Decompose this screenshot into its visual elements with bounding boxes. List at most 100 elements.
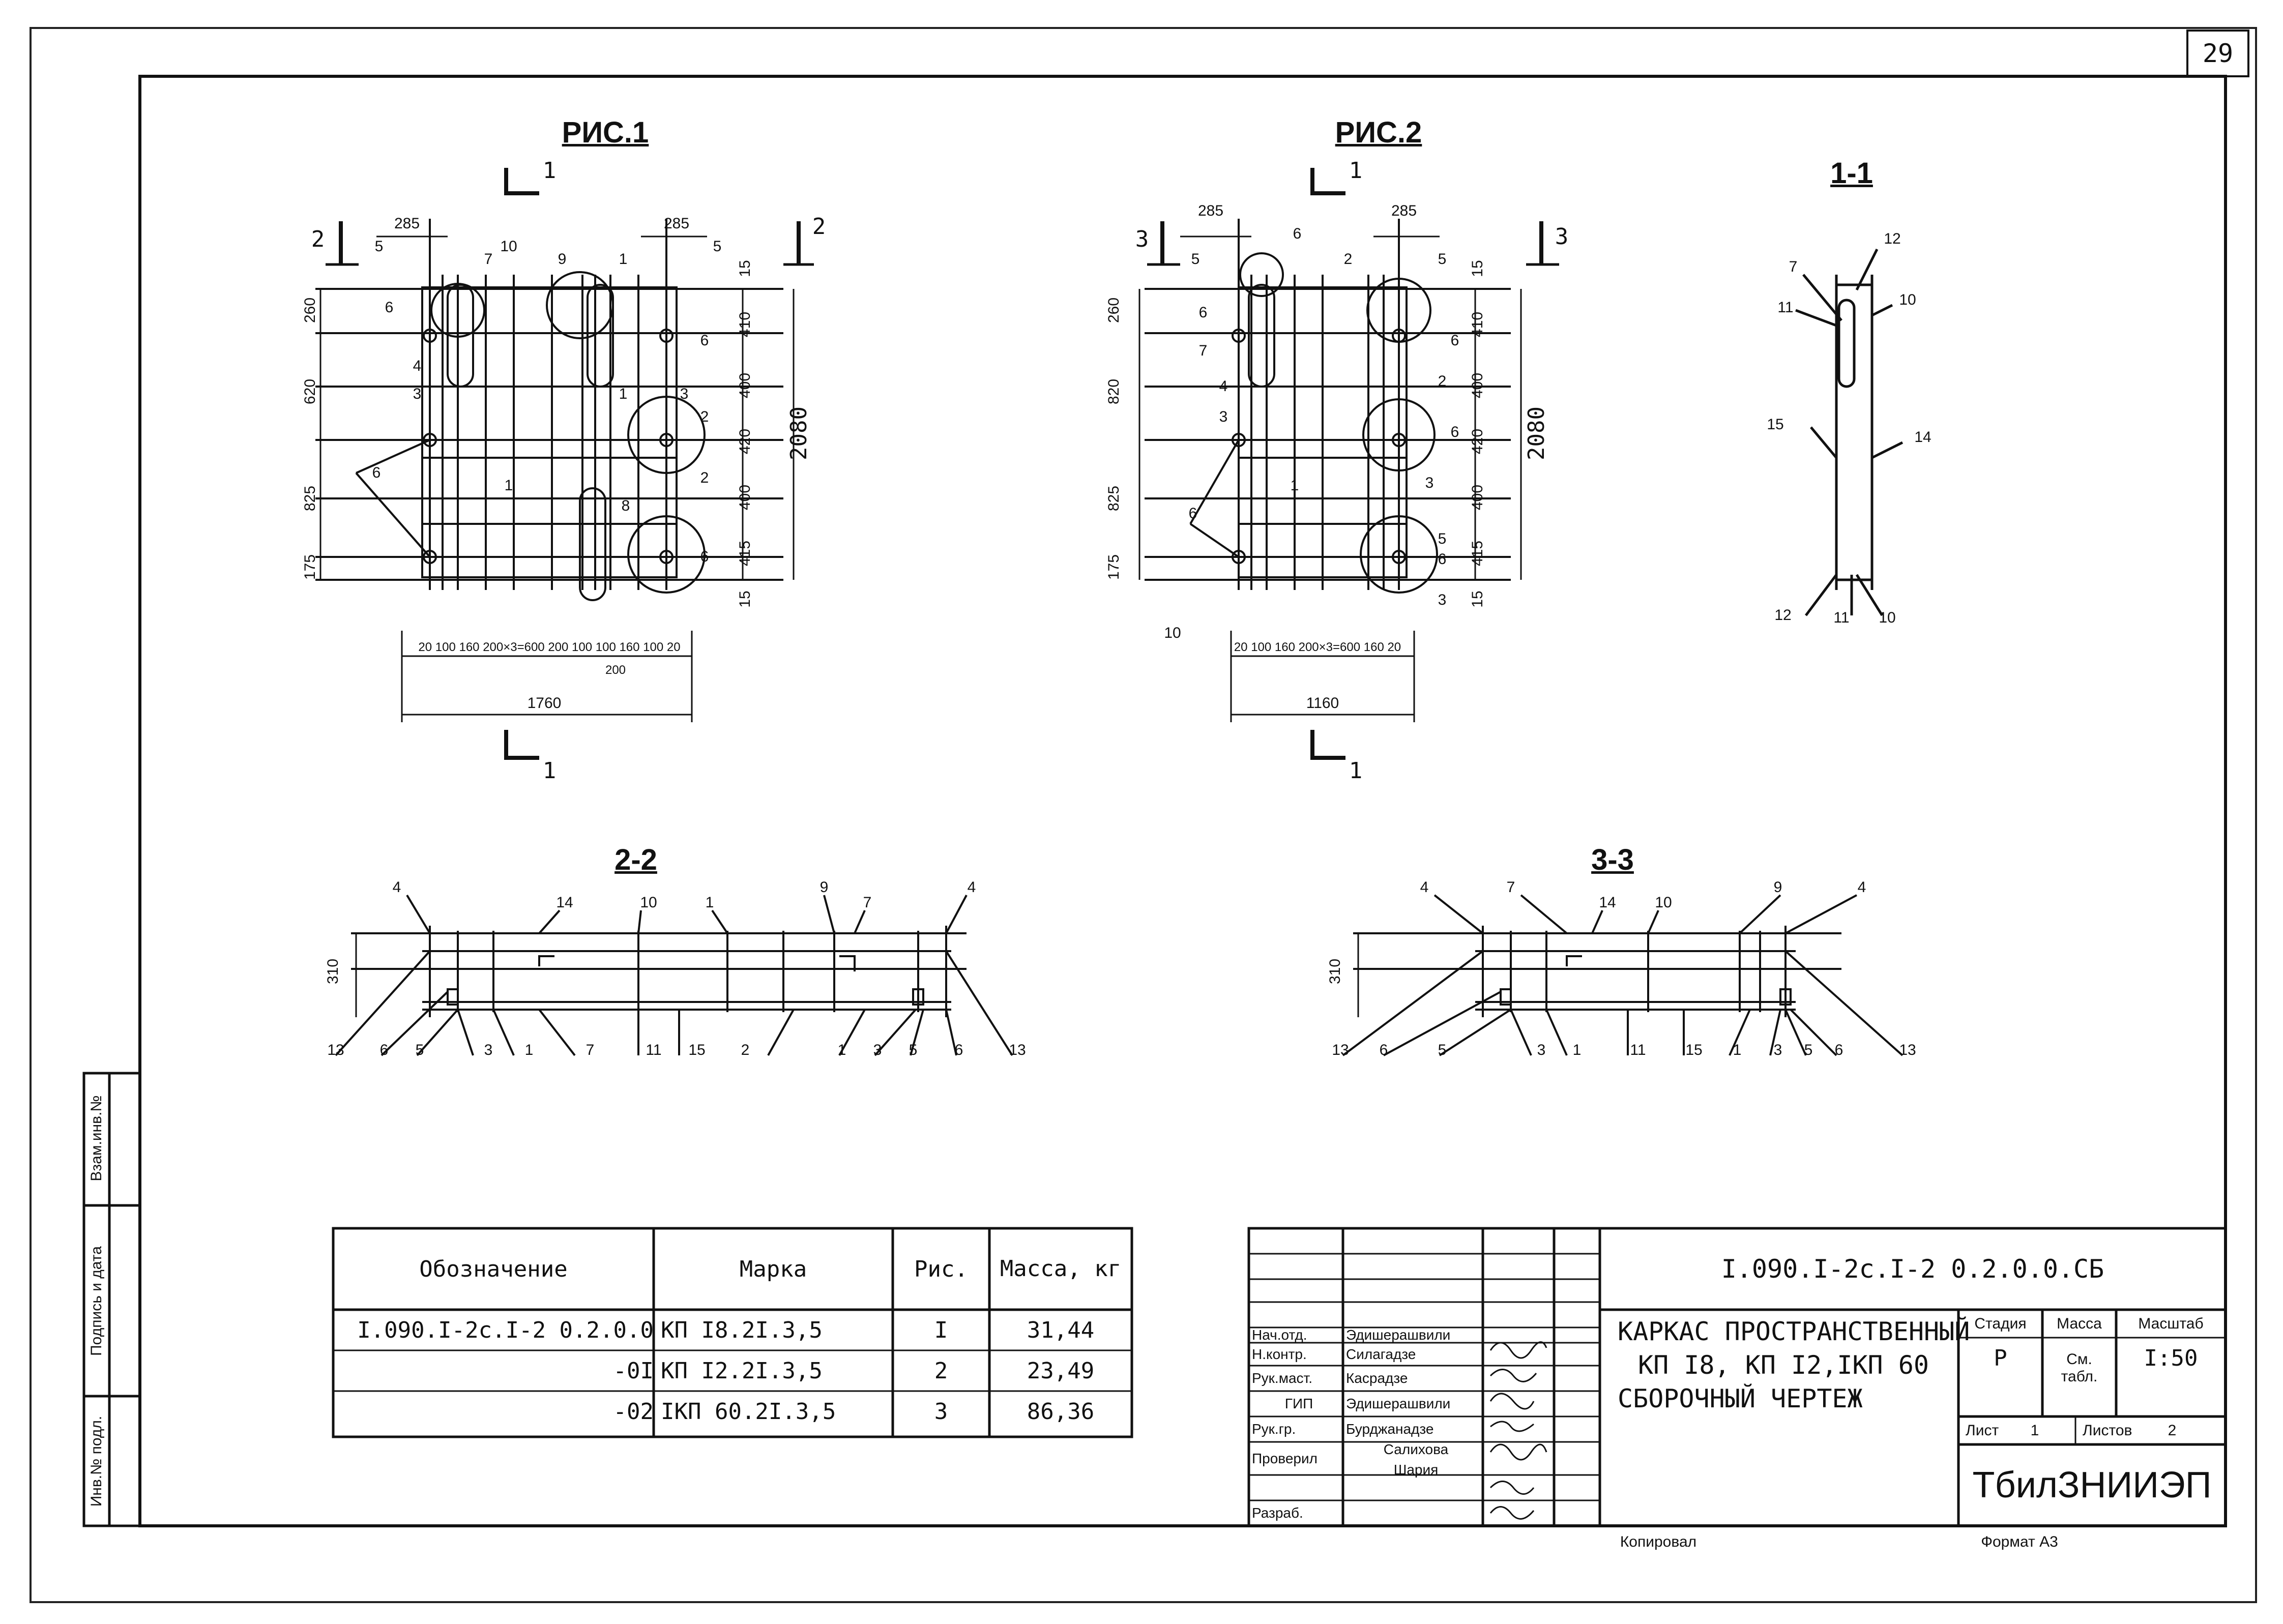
signature-role: ГИП [1284,1396,1313,1411]
sec33-top-callout: 14 [1599,894,1616,911]
fig1-callout: 6 [700,548,709,565]
sec11-callout: 7 [1789,258,1798,275]
fig2-title: РИС.2 [1335,115,1422,149]
fig1-bottom-sub: 200 [605,663,626,677]
stage-header: Стадия [1974,1315,2027,1332]
fig2-callout: 6 [1438,551,1447,568]
spec-row-designation: I.090.I-2c.I-2 0.2.0.0 [357,1317,654,1343]
sec22-top-callout: 10 [640,894,657,911]
sec22-bottom-callout: 1 [524,1042,534,1058]
fig2-right-dim-1: 410 [1469,311,1486,338]
sec22-bottom-callout: 6 [379,1042,389,1058]
sec22-top-callout: 7 [863,894,872,911]
fig2-callout: 3 [1438,592,1447,608]
sec22-bottom-callout: 5 [909,1042,918,1058]
fig2-top-dim-right: 285 [1391,202,1417,219]
section-1-1 [1795,248,1904,616]
sec33-bottom-callout: 6 [1379,1042,1388,1058]
fig1-callout: 1 [619,251,628,268]
signature-name: Касрадзе [1346,1370,1408,1386]
fig2-callout: 10 [1164,625,1181,641]
fig2-callout: 3 [1425,475,1434,491]
sec22-bottom-callout: 13 [327,1042,344,1058]
spec-header-designation: Обозначение [419,1256,568,1282]
sheets-label: Листов [2083,1422,2132,1439]
fig1-callout: 3 [680,386,689,402]
signature-role: Н.контр. [1252,1346,1307,1362]
fig1-callout: 6 [700,332,709,349]
outer-frame [30,27,2257,1603]
spec-row-mass: 23,49 [1027,1357,1095,1384]
sec33-bottom-callout: 13 [1899,1042,1916,1058]
sec22-bottom-callout: 15 [688,1042,706,1058]
signature-name: Эдишерашвили [1346,1327,1451,1343]
fig2-callout: 6 [1450,332,1459,349]
spec-row-designation: -0I [613,1357,654,1384]
fig2-callout: 7 [1198,342,1208,359]
fig1-left-dim-1: 620 [302,378,318,405]
fig2-callout: 6 [1188,505,1197,522]
stage-value: Р [1994,1345,2007,1371]
doc-title-line: СБОРОЧНЫЙ ЧЕРТЕЖ [1618,1384,1863,1413]
fig1-callout: 5 [374,238,384,255]
side-stamp-signature-date: Подпись и дата [88,1246,105,1356]
fig1-callout: 6 [385,299,394,316]
fig1-callout: 7 [484,251,493,268]
fig1-top-dim-left: 285 [394,215,420,232]
inner-frame [138,75,2227,1527]
fig1-top-dim-right: 285 [663,215,690,232]
mass-header: Масса [2057,1315,2102,1332]
footer-format: Формат А3 [1981,1533,2058,1550]
spec-row-mark: IКП 60.2I.3,5 [661,1398,836,1425]
signature-role: Рук.маст. [1252,1370,1313,1386]
spec-header-figure: Рис. [914,1256,968,1282]
fig2-callout: 5 [1438,530,1447,547]
sec33-bottom-callout: 13 [1332,1042,1349,1058]
fig1-right-dim-1: 410 [737,311,753,338]
fig1-callout: 1 [619,386,628,402]
spec-header-mass: Масса, кг [1000,1256,1122,1282]
sec22-top-callout: 4 [967,879,976,896]
fig1-right-dim-3: 420 [737,428,753,455]
sec22-bottom-callout: 2 [741,1042,750,1058]
fig1-callout: 2 [700,408,709,425]
fig1-callout: 4 [413,358,422,374]
sec11-callout: 12 [1884,230,1901,247]
doc-title: КАРКАС ПРОСТРАНСТВЕННЫЙ КП I8, КП I2,IКП… [1607,1315,1969,1416]
sec22-top-callout: 1 [705,894,714,911]
fig2-callout: 2 [1438,373,1447,390]
fig1-callout: 8 [621,497,630,514]
fig1-title: РИС.1 [562,115,649,149]
fig1-callout: 1 [504,477,513,494]
fig2-callout: 5 [1191,251,1200,268]
sec33-bottom-callout: 5 [1804,1042,1813,1058]
fig1-bottom-dims: 20 100 160 200×3=600 200 100 100 160 100… [418,640,681,654]
sheets-value: 2 [2168,1422,2177,1439]
signature-role: Проверил [1252,1450,1318,1466]
footer-copied: Копировал [1620,1533,1697,1550]
fig1-section-mark-top: 1 [542,158,557,183]
mass-value: См. табл. [2061,1351,2098,1385]
fig2-callout: 2 [1343,251,1353,268]
side-stamp-original-inv: Инв.№ подл. [88,1415,105,1507]
sec22-top-callout: 4 [392,879,401,896]
fig2-left-dim-3: 175 [1105,554,1122,580]
side-stamp-replace-inv: Взам.инв.№ [88,1095,105,1182]
sec33-title: 3-3 [1591,843,1634,876]
fig2-callout: 1 [1290,477,1299,494]
fig1-callout: 5 [713,238,722,255]
fig2-side-mark-left: 3 [1135,226,1149,252]
sec11-callout: 15 [1767,416,1784,433]
fig1-callout: 10 [500,238,517,255]
sheet-label: Лист [1966,1422,1999,1439]
spec-row-figure: I [934,1317,948,1343]
fig1-callout: 9 [558,251,567,268]
sec33-top-callout: 4 [1857,879,1866,896]
sec33-bottom-callout: 11 [1630,1042,1646,1058]
fig1-callout: 6 [372,464,381,481]
spec-row-mass: 31,44 [1027,1317,1095,1343]
fig1-left-dim-3: 175 [302,554,318,580]
organization-name: ТбилЗНИИЭП [1972,1465,2212,1505]
